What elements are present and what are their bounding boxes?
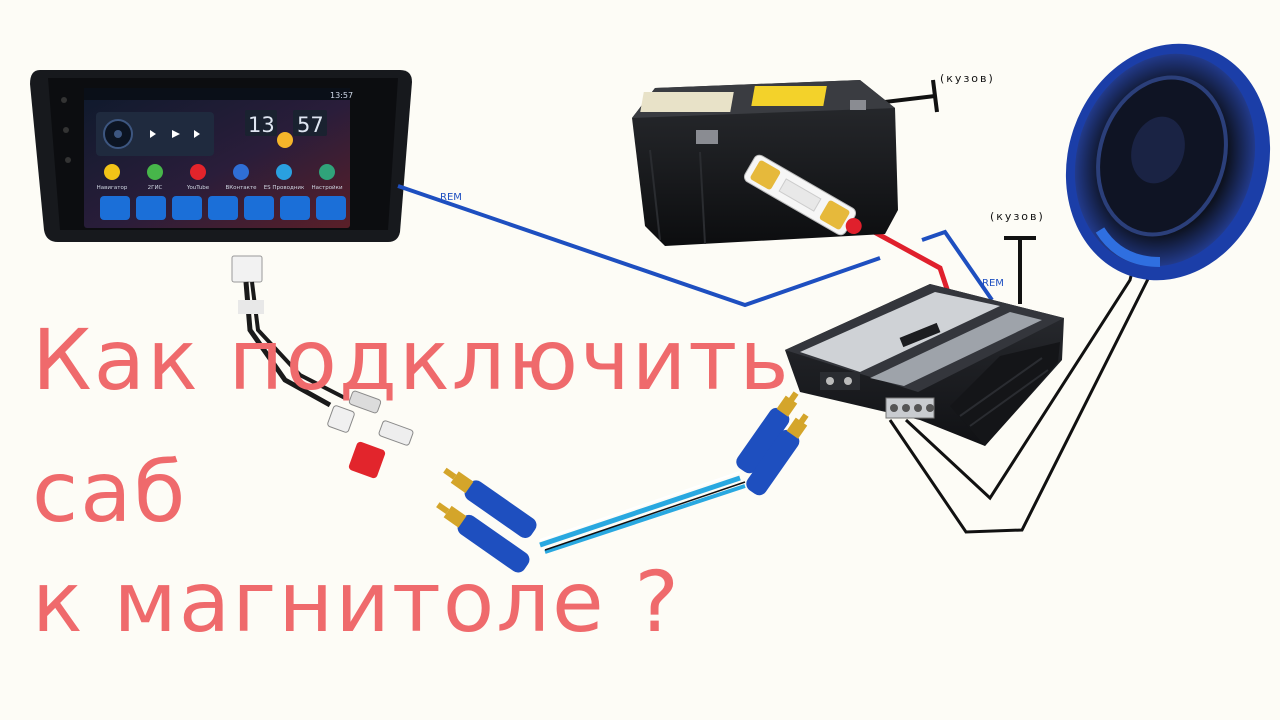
app-label: 2ГИС — [148, 185, 163, 191]
2gis-app-icon[interactable] — [147, 164, 163, 180]
battery-terminal — [850, 100, 866, 110]
browser-icon[interactable] — [208, 196, 238, 220]
app-label: YouTube — [186, 185, 210, 191]
rem-wire — [397, 184, 881, 308]
inline-fuse — [743, 154, 862, 236]
red-rca-plug — [348, 441, 386, 479]
youtube-app-icon[interactable] — [190, 164, 206, 180]
apps-grid-icon[interactable] — [316, 196, 346, 220]
title-line-1: Как подключить — [32, 311, 791, 409]
rem-wire-amp — [921, 229, 994, 302]
next-icon[interactable] — [194, 130, 200, 138]
clock-minutes: 57 — [297, 113, 324, 137]
prev-icon[interactable] — [150, 130, 156, 138]
power-wire — [854, 219, 951, 293]
dust-cap — [1131, 116, 1185, 184]
white-rca-plug — [327, 405, 355, 433]
iso-harness — [231, 255, 414, 479]
dock — [100, 196, 346, 220]
ground-label-battery: (кузов) — [940, 72, 995, 85]
settings-app-icon[interactable] — [319, 164, 335, 180]
vk-app-icon[interactable] — [233, 164, 249, 180]
amplifier — [785, 284, 1064, 446]
bluetooth-icon[interactable] — [172, 196, 202, 220]
freq-knob[interactable] — [844, 377, 852, 385]
gain-knob[interactable] — [826, 377, 834, 385]
app-row: Навигатор 2ГИС YouTube ВКонтакте ES Пров… — [97, 164, 343, 191]
clock-hours: 13 — [248, 113, 275, 137]
speedometer-icon[interactable] — [100, 196, 130, 220]
title-line-2: саб — [32, 443, 188, 541]
rem-label-amp: REM — [982, 278, 1004, 289]
rem-label-head-unit: REM — [440, 192, 462, 203]
app-label: ВКонтакте — [225, 185, 257, 191]
fuse-cap — [845, 218, 862, 234]
es-explorer-app-icon[interactable] — [276, 164, 292, 180]
title-line-3: к магнитоле ? — [32, 553, 681, 651]
amp-terminals — [885, 397, 935, 419]
weather-sun-icon — [277, 132, 293, 148]
rca-plugs-left — [436, 467, 537, 573]
music-icon[interactable] — [244, 196, 274, 220]
play-icon[interactable] — [172, 130, 180, 138]
battery-label — [640, 92, 734, 112]
app-label: Настройки — [311, 184, 342, 191]
navigator-app-icon[interactable] — [104, 164, 120, 180]
status-time: 13:57 — [330, 91, 353, 100]
battery-sticker — [751, 86, 827, 106]
app-label: ES Проводник — [264, 185, 305, 191]
rca-cable — [539, 475, 741, 548]
head-unit: 13:57 13 57 Навигатор 2ГИС YouTube ВКонт… — [30, 70, 412, 242]
rca-plugs-right — [736, 391, 809, 496]
battery-terminal — [696, 130, 718, 144]
video-icon[interactable] — [280, 196, 310, 220]
app-label: Навигатор — [97, 185, 128, 191]
ground-label-amp: (кузов) — [990, 210, 1045, 223]
radio-icon[interactable] — [136, 196, 166, 220]
subwoofer — [1065, 43, 1271, 281]
